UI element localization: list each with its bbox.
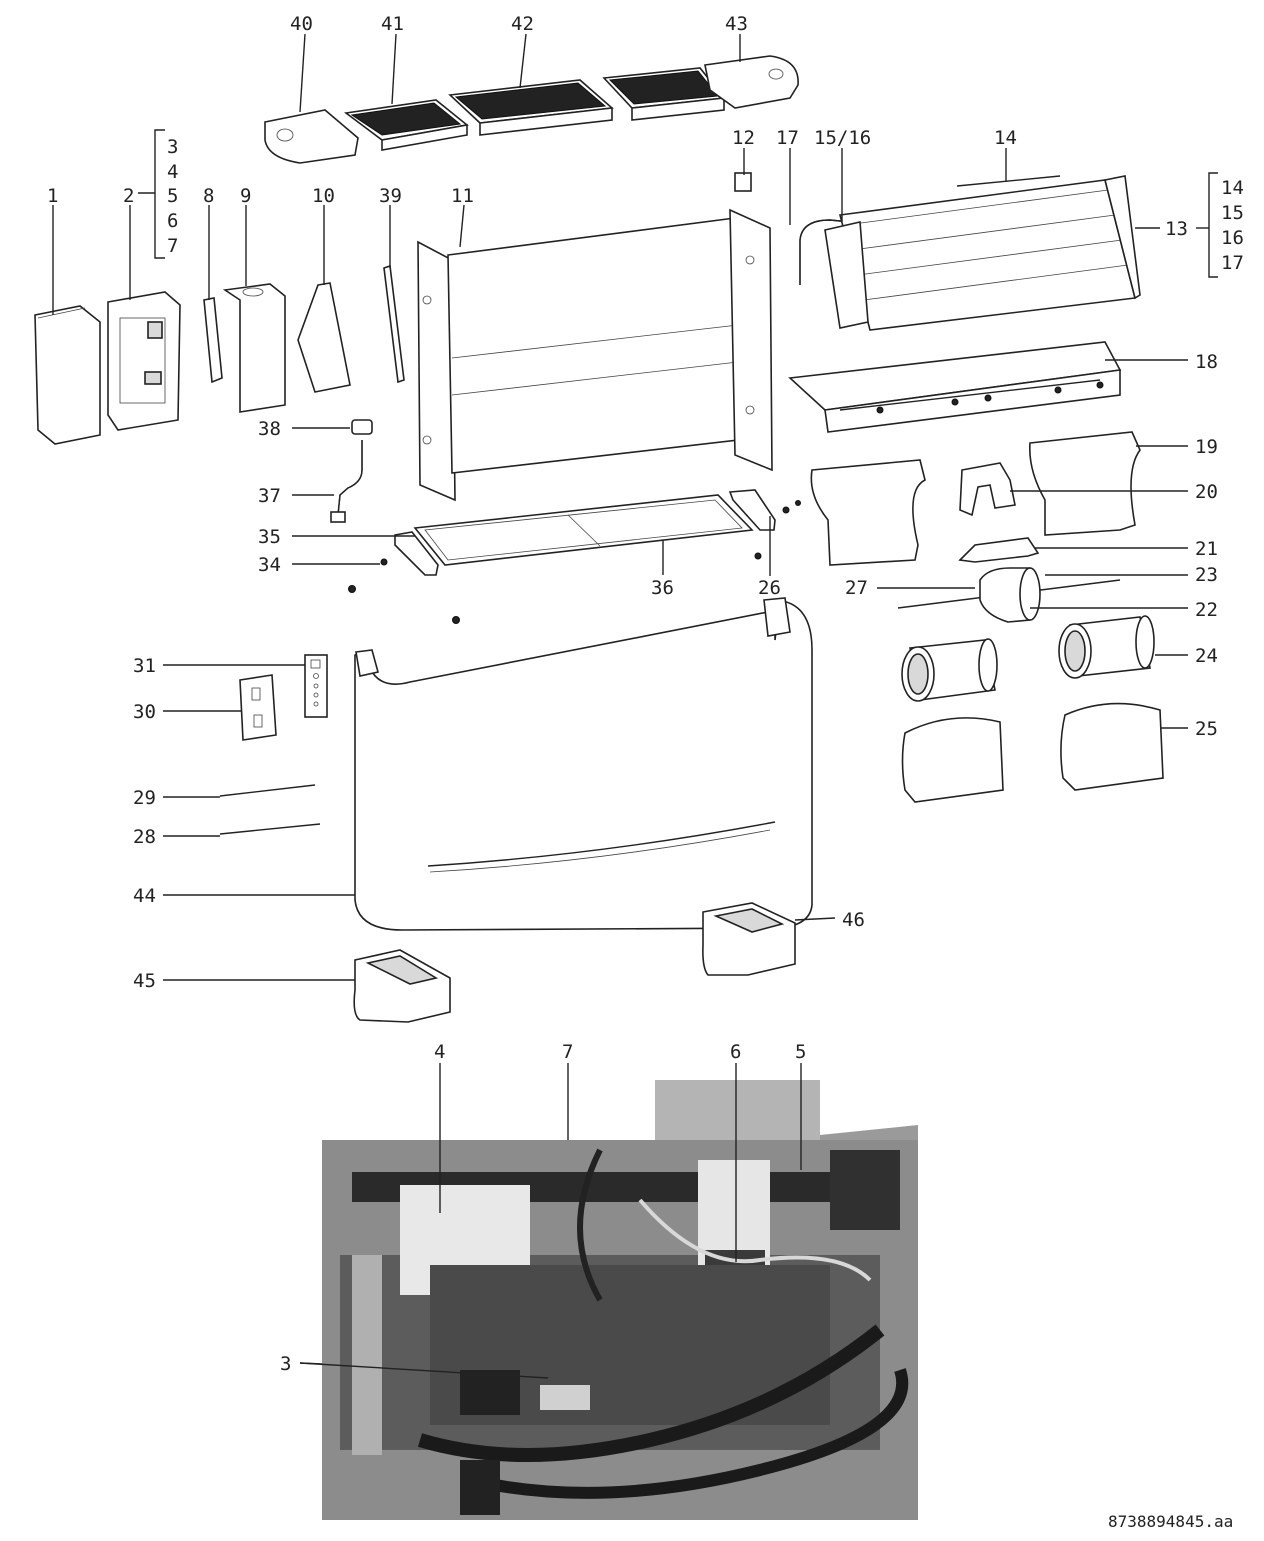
part-35-bracket: [394, 531, 439, 576]
callout-group13-14: 14: [1221, 177, 1244, 199]
part-12-valve: [734, 172, 752, 192]
callout-1: 1: [47, 185, 58, 207]
photo-callout-4: 4: [434, 1041, 445, 1063]
part-9-bracket: [222, 283, 286, 413]
leader-lines: [52, 33, 1188, 981]
callout-46: 46: [842, 909, 865, 931]
part-37-pipe: [330, 440, 363, 523]
callout-36: 36: [651, 577, 674, 599]
callout-35: 35: [258, 526, 281, 548]
callout-12: 12: [732, 127, 755, 149]
part-40-end-cap: [264, 109, 359, 164]
pcb-photo-leaders: [299, 1063, 802, 1379]
part-29-rod: [219, 784, 316, 797]
callout-11: 11: [451, 185, 474, 207]
part-20-bracket: [959, 462, 1016, 517]
part-41-filter: [343, 99, 469, 151]
callout-labels: 40 41 42 43 3 4 5 6 7 1 2 8 9 10 39 11 1…: [47, 13, 1244, 1531]
part-24-fan-wheel-right: [1058, 615, 1155, 679]
photo-callout-5: 5: [795, 1041, 806, 1063]
part-11-frame: [417, 208, 773, 502]
part-21-motor-clamp: [958, 537, 1040, 563]
part-2-control-box: [107, 291, 181, 431]
part-10-deflector: [297, 282, 351, 393]
callout-39: 39: [379, 185, 402, 207]
part-31-display: [304, 654, 328, 718]
callout-29: 29: [133, 787, 156, 809]
pcb-photo: [322, 1080, 918, 1520]
callout-31: 31: [133, 655, 156, 677]
callout-27: 27: [845, 577, 868, 599]
part-42b-filter: [602, 67, 726, 121]
callout-42: 42: [511, 13, 534, 35]
screws: [348, 500, 801, 624]
callout-40: 40: [290, 13, 313, 35]
callout-15-16: 15/16: [814, 127, 871, 149]
callout-2: 2: [123, 185, 134, 207]
part-18-drain-tray: [788, 341, 1122, 433]
callout-group13-17: 17: [1221, 252, 1244, 274]
callout-group2-7: 7: [167, 235, 178, 257]
callout-23: 23: [1195, 564, 1218, 586]
callout-34: 34: [258, 554, 281, 576]
callout-38: 38: [258, 418, 281, 440]
part-8-plate: [203, 297, 223, 384]
part-39-strip: [383, 264, 405, 384]
callout-17: 17: [776, 127, 799, 149]
photo-callout-7: 7: [562, 1041, 573, 1063]
callout-41: 41: [381, 13, 404, 35]
part-28-rod: [219, 823, 321, 835]
callout-28: 28: [133, 826, 156, 848]
bracket-group-13: [1196, 172, 1218, 278]
callout-18: 18: [1195, 351, 1218, 373]
callout-group2-5: 5: [167, 185, 178, 207]
photo-callout-6: 6: [730, 1041, 741, 1063]
callout-45: 45: [133, 970, 156, 992]
part-13-coil: [824, 175, 1141, 331]
part-24-fan-wheel-left: [901, 638, 998, 702]
part-1-cover: [34, 305, 101, 445]
callout-21: 21: [1195, 538, 1218, 560]
callout-26: 26: [758, 577, 781, 599]
callout-43: 43: [725, 13, 748, 35]
callout-25: 25: [1195, 718, 1218, 740]
callout-group2-6: 6: [167, 210, 178, 232]
bracket-group-2: [138, 129, 165, 259]
part-38-nut: [351, 419, 373, 435]
part-43-end-cap: [704, 55, 799, 109]
callout-group2-3: 3: [167, 136, 178, 158]
callout-group13-16: 16: [1221, 227, 1244, 249]
part-19-fan-housing-right: [1028, 431, 1141, 536]
callout-group13-15: 15: [1221, 202, 1244, 224]
photo-callout-3: 3: [280, 1353, 291, 1375]
part-44-front-panel: [354, 597, 813, 931]
callout-20: 20: [1195, 481, 1218, 503]
part-46-foot: [702, 902, 796, 976]
callout-9: 9: [240, 185, 251, 207]
callout-24: 24: [1195, 645, 1218, 667]
part-22-motor: [897, 567, 1121, 623]
part-42-filter: [448, 79, 614, 136]
callout-19: 19: [1195, 436, 1218, 458]
callout-8: 8: [203, 185, 214, 207]
document-code: 8738894845.aa: [1108, 1512, 1233, 1531]
callout-44: 44: [133, 885, 156, 907]
part-30-plate: [239, 674, 277, 741]
callout-group2-4: 4: [167, 161, 178, 183]
part-25-scroll-left: [901, 717, 1004, 803]
part-26-bracket: [728, 489, 776, 531]
callout-13: 13: [1165, 218, 1188, 240]
part-19-fan-housing-left: [810, 459, 926, 566]
callout-37: 37: [258, 485, 281, 507]
callout-22: 22: [1195, 599, 1218, 621]
part-14-sensor: [956, 175, 1061, 187]
part-25-scroll-right: [1060, 702, 1164, 791]
part-36-filter-frame: [413, 494, 754, 566]
callout-14: 14: [994, 127, 1017, 149]
part-17-pipe: [799, 219, 851, 285]
callout-10: 10: [312, 185, 335, 207]
callout-30: 30: [133, 701, 156, 723]
part-45-foot: [353, 949, 451, 1023]
